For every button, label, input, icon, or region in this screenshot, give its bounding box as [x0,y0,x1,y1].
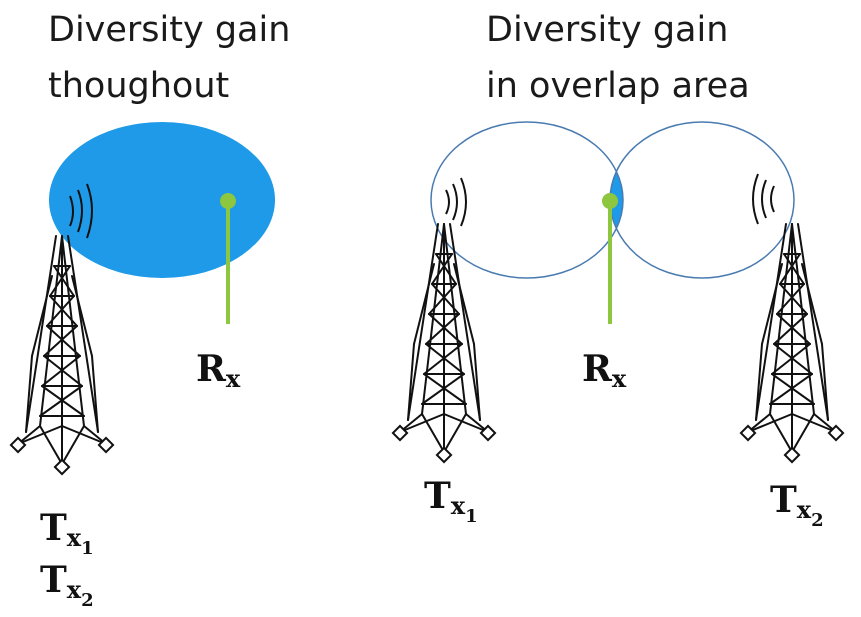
left-tower-icon [9,235,115,476]
left-antenna-waves-icon [69,183,93,239]
right-receiver-icon [602,193,618,209]
left-rx-label: Rx [196,348,241,393]
tx1-antenna-waves-icon [445,177,467,227]
left-title-line2: thoughout [48,66,229,106]
tx1-coverage-outline [430,121,624,279]
right-tx1-label: Tx1 [424,475,478,527]
right-rx-label: Rx [582,348,627,393]
left-receiver-icon [220,193,236,209]
left-title-line1: Diversity gain [48,10,290,50]
right-tx2-label: Tx2 [770,479,824,531]
right-title-line2: in overlap area [486,66,750,106]
left-coverage-area [49,122,275,278]
left-tx1-label: Tx1 [40,507,94,559]
tx2-antenna-waves-icon [752,173,775,225]
overlap-coverage-area [610,122,623,278]
tx1-tower-icon [391,223,497,464]
tx2-coverage-outline [609,121,795,279]
right-title-line1: Diversity gain [486,10,728,50]
tx2-tower-icon [739,223,845,464]
left-tx2-label: Tx2 [40,559,94,611]
